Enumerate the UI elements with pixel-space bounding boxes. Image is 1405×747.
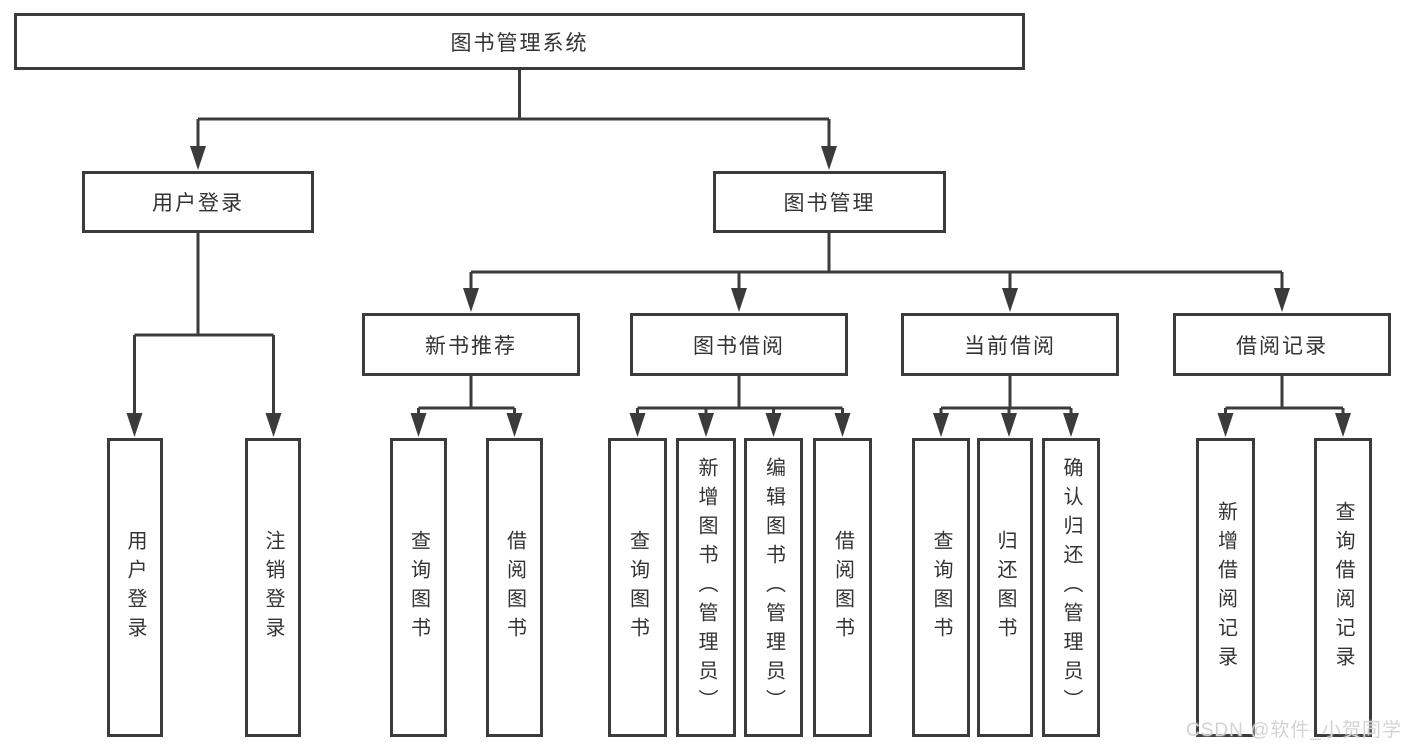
leaf-user-login-label: 用户登录	[124, 529, 146, 646]
leaf-query-books-recommend: 查询图书	[390, 438, 447, 737]
node-book-borrow-label: 图书借阅	[693, 334, 785, 358]
leaf-query-borrow-record-label: 查询借阅记录	[1332, 500, 1354, 675]
arrowhead-icon	[1217, 413, 1234, 437]
node-root: 图书管理系统	[14, 13, 1025, 70]
arrowhead-icon	[933, 413, 949, 437]
leaf-confirm-return-admin: 确认归还（管理员）	[1042, 438, 1100, 737]
arrowhead-icon	[1002, 288, 1018, 312]
connector-book-borrow-branch	[636, 376, 844, 418]
node-current-borrow: 当前借阅	[901, 313, 1119, 376]
node-book-management-label: 图书管理	[783, 192, 876, 215]
arrowhead-icon	[126, 413, 143, 437]
connector-user-login-branch	[133, 233, 275, 418]
node-user-login-label: 用户登录	[152, 192, 244, 215]
arrowhead-icon	[731, 288, 747, 312]
node-borrow-records: 借阅记录	[1173, 313, 1391, 376]
arrowhead-icon	[463, 288, 479, 312]
connector-new-book-branch	[417, 376, 516, 418]
arrowhead-icon	[821, 146, 837, 170]
arrowhead-icon	[629, 413, 646, 437]
connector-root-branch	[196, 70, 831, 150]
arrowhead-icon	[190, 146, 206, 170]
node-new-book-recommend: 新书推荐	[362, 313, 580, 376]
arrowhead-icon	[506, 413, 523, 437]
leaf-edit-book-admin: 编辑图书（管理员）	[744, 438, 803, 737]
leaf-user-login: 用户登录	[107, 438, 163, 737]
leaf-add-book-admin-label: 新增图书（管理员）	[695, 457, 717, 718]
node-borrow-records-label: 借阅记录	[1236, 334, 1328, 358]
leaf-query-books-current-label: 查询图书	[930, 529, 952, 646]
leaf-borrow-books-recommend: 借阅图书	[486, 438, 543, 737]
node-user-login: 用户登录	[82, 171, 314, 233]
leaf-query-books-current: 查询图书	[912, 438, 970, 737]
leaf-borrow-books-recommend-label: 借阅图书	[503, 529, 526, 646]
leaf-logout: 注销登录	[245, 438, 301, 737]
arrowhead-icon	[1063, 413, 1079, 437]
leaf-query-borrow-record: 查询借阅记录	[1314, 438, 1372, 737]
arrowhead-icon	[1335, 413, 1351, 437]
arrowhead-icon	[834, 413, 851, 437]
arrowhead-icon	[765, 413, 782, 437]
leaf-logout-label: 注销登录	[262, 529, 284, 646]
connector-current-borrow-branch	[939, 376, 1073, 418]
node-book-management: 图书管理	[713, 171, 946, 233]
node-current-borrow-label: 当前借阅	[964, 334, 1056, 358]
leaf-add-book-admin: 新增图书（管理员）	[676, 438, 736, 737]
arrowhead-icon	[1274, 288, 1290, 312]
arrowhead-icon	[410, 413, 427, 437]
leaf-edit-book-admin-label: 编辑图书（管理员）	[762, 457, 785, 718]
connector-book-management-branch	[469, 233, 1284, 292]
leaf-return-book-label: 归还图书	[994, 529, 1016, 646]
leaf-confirm-return-admin-label: 确认归还（管理员）	[1060, 457, 1082, 718]
node-new-book-recommend-label: 新书推荐	[425, 334, 517, 358]
leaf-return-book: 归还图书	[977, 438, 1033, 737]
node-root-label: 图书管理系统	[450, 31, 589, 55]
leaf-add-borrow-record: 新增借阅记录	[1196, 438, 1255, 737]
leaf-query-books-borrow-label: 查询图书	[626, 529, 649, 646]
leaf-borrow-books-label: 借阅图书	[831, 529, 854, 646]
leaf-query-books-borrow: 查询图书	[608, 438, 667, 737]
arrowhead-icon	[1001, 413, 1017, 437]
node-book-borrow: 图书借阅	[630, 313, 848, 376]
arrowhead-icon	[698, 413, 714, 437]
leaf-add-borrow-record-label: 新增借阅记录	[1214, 500, 1237, 675]
leaf-borrow-books: 借阅图书	[813, 438, 872, 737]
connector-borrow-records-branch	[1224, 376, 1345, 418]
leaf-query-books-recommend-label: 查询图书	[407, 529, 430, 646]
arrowhead-icon	[265, 413, 282, 437]
